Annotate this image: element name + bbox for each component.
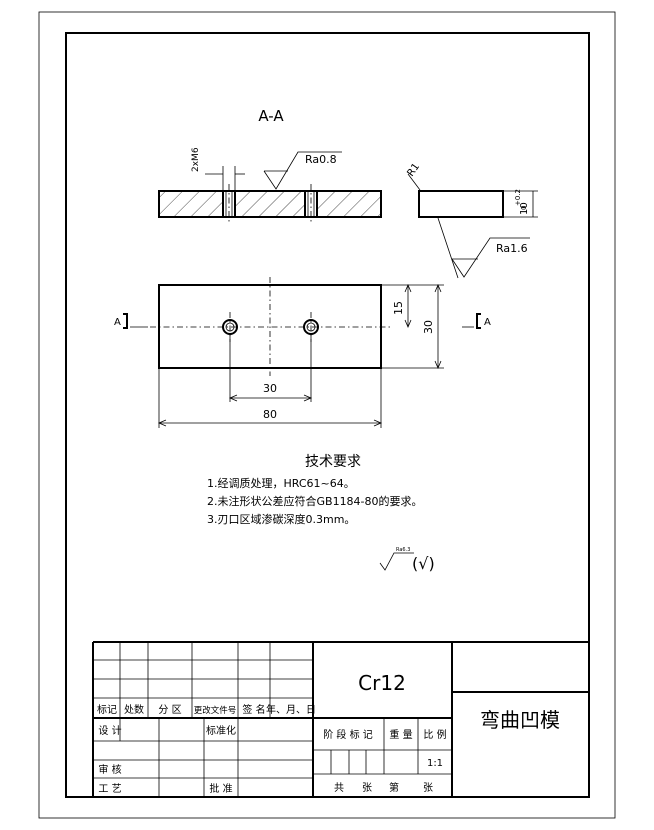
tech-req-item: 3.刃口区域渗碳深度0.3mm。 [207,512,355,526]
roughness-side-label: Ra1.6 [496,242,528,255]
tech-req-item: 2.未注形状公差应符合GB1184-80的要求。 [207,494,423,508]
sheets-total-word: 张 [362,782,372,794]
section-marker-left [123,313,148,329]
title-block-col-label: 年、月、日 [266,703,316,716]
title-block-grid [92,641,589,797]
general-roughness-symbol [379,552,414,571]
scale-value: 1:1 [427,758,443,769]
weight-label: 重 量 [389,728,412,741]
stage-mark-label: 阶 段 标 记 [323,728,373,741]
sheets-total-label: 共 [334,782,344,794]
standardize-label: 标准化 [206,724,236,737]
section-marker-left-label: A [114,317,121,328]
inner-frame [65,32,590,798]
roughness-top-label: Ra0.8 [305,153,337,166]
section-marker-right [462,313,481,329]
radius-label: R1 [405,162,422,179]
general-roughness-paren: (√) [412,554,435,573]
thickness-tol-upper: +0.2 [514,189,522,206]
scale-label: 比 例 [423,728,446,741]
dim-hole-spacing: 30 [263,382,277,395]
section-marker-right-label: A [484,317,491,328]
roughness-symbol-side [451,237,530,278]
general-roughness-label: Ra6.3 [396,547,410,553]
dim-length: 80 [263,408,277,421]
thickness-label: 10 [519,202,530,215]
process-label: 工 艺 [98,783,121,795]
dim-half-width: 15 [392,301,405,315]
sheet-no-word: 张 [423,782,433,794]
section-view [158,166,382,224]
review-label: 审 核 [98,763,121,776]
part-name: 弯曲凹模 [480,708,560,732]
material: Cr12 [358,671,406,695]
sheet-no-label: 第 [389,781,399,794]
top-view [150,277,390,376]
title-block-col-label: 处数 [124,703,144,716]
dimension-lines [157,283,444,428]
outer-border [38,11,616,819]
thickness-tol-lower: 0 [520,206,528,210]
roughness-symbol-top [263,151,342,190]
holes-callout: 2xM6 [191,147,201,172]
title-block-col-label: 更改文件号 [194,705,237,716]
tech-req-item: 1.经调质处理，HRC61~64。 [207,477,355,490]
dim-width: 30 [422,320,435,334]
title-block-col-label: 标记 [97,704,117,716]
tech-req-title: 技术要求 [305,454,361,470]
section-label: A-A [258,107,284,125]
design-label: 设 计 [98,724,121,737]
title-block-col-label: 分 区 [158,704,181,716]
approve-label: 批 准 [209,782,232,795]
side-view [407,173,538,279]
title-block-col-label: 签 名 [242,703,265,716]
